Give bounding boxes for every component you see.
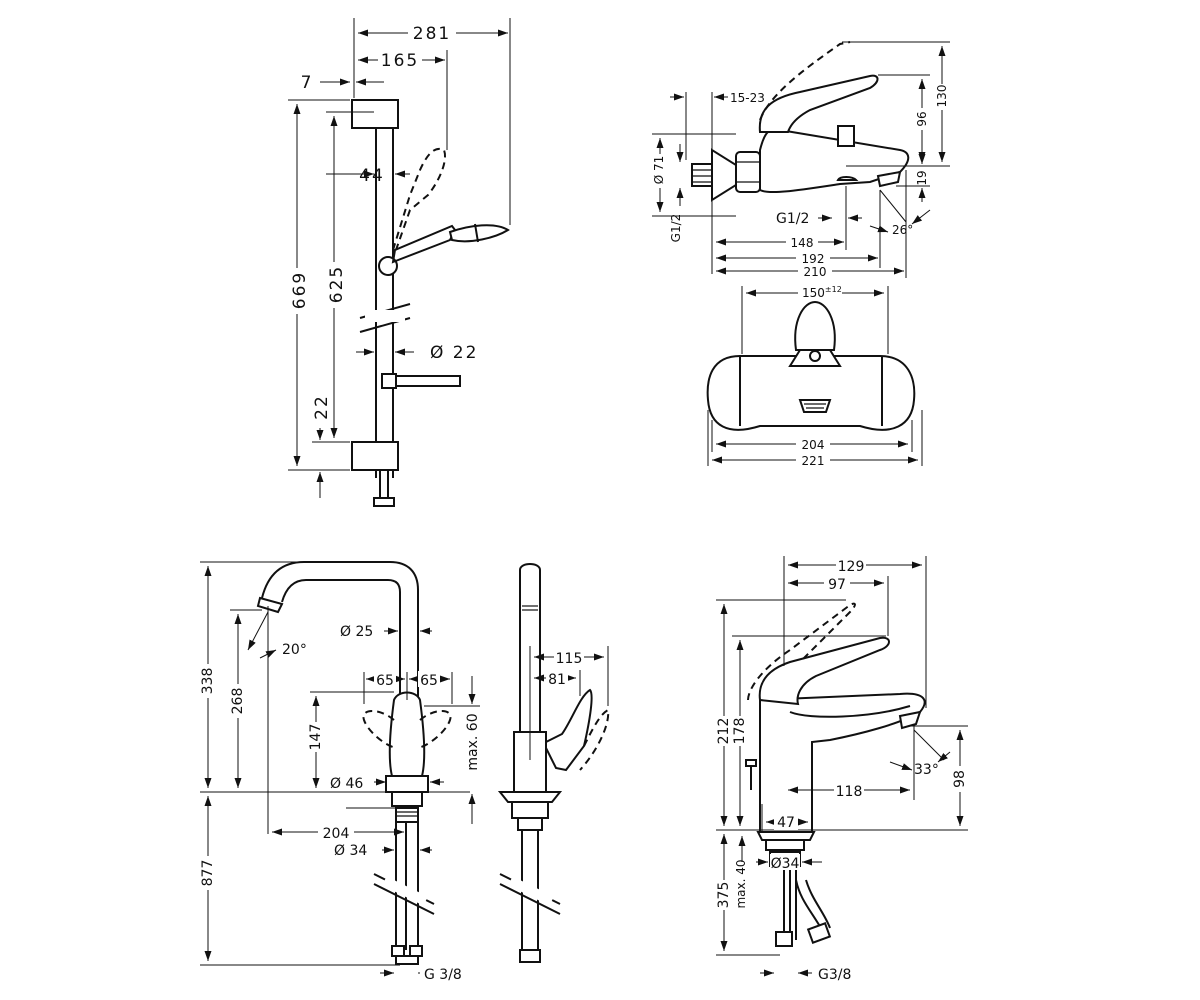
dim-130: 130 (935, 85, 949, 108)
dim-210: 210 (804, 265, 827, 279)
kitchen-side-lever (545, 688, 593, 772)
dim-148: 148 (791, 236, 814, 250)
dim-178: 178 (732, 718, 748, 745)
dim-dia-25: Ø 25 (340, 624, 373, 640)
dim-dia-34-kitchen: Ø 34 (334, 843, 367, 859)
angle-33: 33° (914, 762, 939, 778)
bottom-wall-bracket (351, 441, 399, 471)
hex-nut (735, 151, 761, 193)
dim-204-front: 204 (802, 438, 825, 452)
shower-set-view: 281 165 7 44 669 625 Ø 22 22 (288, 18, 511, 507)
dim-129: 129 (838, 559, 865, 575)
top-wall-bracket (351, 99, 399, 129)
dim-212: 212 (716, 718, 732, 745)
angle-20: 20° (282, 642, 307, 658)
dim-dia-34-basin: Ø34 (771, 856, 800, 872)
angle-26: 26° (892, 223, 913, 237)
thread-g38-kitchen: G 3/8 (424, 967, 462, 983)
bath-mixer-side-view: 15-23 130 96 19 Ø 71 G1/2 G1/2 26° 148 (652, 41, 950, 279)
front-lever (794, 300, 836, 351)
kitchen-spout-inner (281, 579, 401, 700)
dim-268: 268 (230, 688, 246, 715)
lever-alt-position (759, 41, 851, 121)
dim-15-23: 15-23 (730, 91, 765, 105)
hand-shower-handle (391, 224, 457, 264)
dim-98: 98 (952, 770, 968, 788)
dim-44: 44 (359, 166, 385, 186)
flexible-hose-end (775, 931, 793, 947)
hand-shower-alt-position (392, 147, 446, 251)
dim-65-left: 65 (376, 673, 394, 689)
dim-dia-22: Ø 22 (430, 343, 478, 363)
hand-shower-head (448, 224, 510, 243)
dim-96: 96 (915, 111, 929, 126)
dim-877: 877 (200, 860, 216, 887)
kitchen-mixer-front-view: 338 877 268 20° Ø 25 65 65 147 max. 60 (200, 561, 481, 983)
kitchen-base (385, 775, 429, 793)
lever-left-position (362, 710, 397, 749)
kitchen-spout-outer (261, 561, 419, 790)
dim-max-60: max. 60 (465, 713, 481, 770)
dim-625: 625 (327, 265, 347, 303)
dim-81: 81 (548, 672, 566, 688)
dim-47: 47 (777, 815, 795, 831)
thread-g12-inlet: G1/2 (669, 214, 683, 243)
lever-right-position (417, 710, 452, 749)
dim-65-right: 65 (420, 673, 438, 689)
dim-dia-71: Ø 71 (652, 156, 666, 185)
basin-mixer-view: 129 97 212 178 98 33° 118 47 Ø34 (716, 556, 968, 983)
basin-lever-alt-position (747, 602, 856, 701)
bath-lever-handle (758, 74, 879, 133)
basin-lever (758, 636, 890, 706)
dim-19: 19 (915, 170, 929, 185)
inlet-thread (691, 163, 713, 187)
dim-22: 22 (312, 394, 332, 420)
dim-max-40: max. 40 (734, 859, 748, 908)
thread-g12-outlet: G1/2 (776, 211, 809, 227)
bath-mixer-front-view: 150±12 204 221 (706, 284, 923, 468)
dim-669: 669 (290, 271, 310, 309)
dim-165: 165 (381, 51, 419, 71)
dim-192: 192 (802, 252, 825, 266)
dim-281: 281 (413, 24, 451, 44)
dim-115: 115 (556, 651, 583, 667)
dim-dia-46: Ø 46 (330, 776, 363, 792)
dim-118: 118 (836, 784, 863, 800)
thread-g38-basin: G3/8 (818, 967, 851, 983)
dim-147: 147 (308, 724, 324, 751)
dim-338: 338 (200, 668, 216, 695)
bath-front-body (706, 355, 916, 431)
dim-204-kitchen: 204 (323, 826, 350, 842)
dim-375: 375 (716, 882, 732, 909)
wall-escutcheon (711, 148, 737, 202)
diverter-knob (837, 125, 855, 147)
front-spout-aerator (798, 399, 832, 413)
basin-mixer-body (759, 692, 926, 833)
dim-97: 97 (828, 577, 846, 593)
spout-aerator (256, 596, 284, 614)
kitchen-mixer-side-view: 115 81 (497, 563, 610, 963)
dim-7: 7 (301, 73, 314, 93)
kitchen-lever (388, 691, 426, 777)
dim-221: 221 (802, 454, 825, 468)
dim-150: 150±12 (802, 285, 842, 300)
pop-up-knob (745, 759, 757, 767)
